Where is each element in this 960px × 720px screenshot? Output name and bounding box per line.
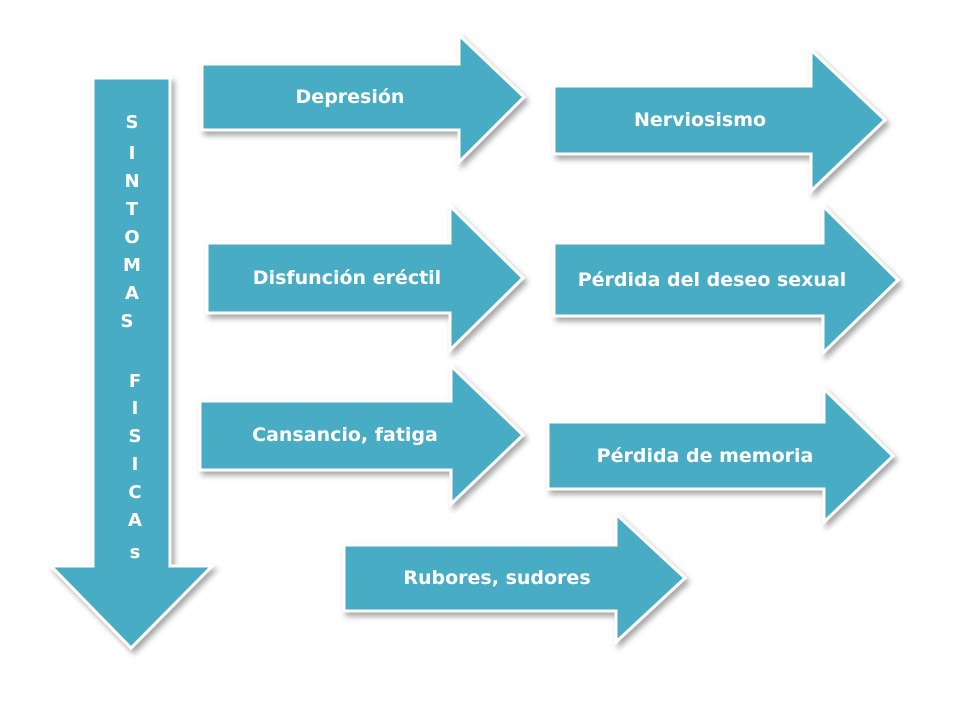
vertical-letter: A <box>125 283 139 304</box>
arrow-disfuncion-erectil: Disfunción eréctil <box>205 202 526 354</box>
arrow-label: Disfunción eréctil <box>253 267 441 289</box>
arrow-rubores-sudores: Rubores, sudores <box>342 510 688 646</box>
vertical-letter: M <box>123 255 141 276</box>
arrow-shape <box>552 46 888 195</box>
arrow-label: Depresión <box>296 86 405 108</box>
vertical-letter: S <box>129 426 142 447</box>
vertical-letter: N <box>124 171 139 192</box>
arrow-shape <box>198 362 526 508</box>
vertical-letter: F <box>129 371 141 392</box>
vertical-letter: C <box>128 482 141 503</box>
vertical-letter: O <box>124 227 139 248</box>
vertical-arrow-sintomas-fisicas: S I N T O M A S F I S I C A s <box>47 76 216 651</box>
arrow-shape <box>205 202 526 354</box>
arrow-cansancio-fatiga: Cansancio, fatiga <box>198 362 526 508</box>
arrow-perdida-deseo-sexual: Pérdida del deseo sexual <box>552 202 901 357</box>
vertical-letter: I <box>132 454 139 475</box>
arrow-shape <box>546 385 896 526</box>
vertical-letter: T <box>126 199 139 220</box>
arrow-label: Nerviosismo <box>634 109 766 131</box>
arrow-perdida-memoria: Pérdida de memoria <box>546 385 896 526</box>
arrow-label: Rubores, sudores <box>403 567 590 589</box>
arrow-label: Cansancio, fatiga <box>252 424 438 446</box>
vertical-letter: I <box>132 398 139 419</box>
arrow-nerviosismo: Nerviosismo <box>552 46 888 195</box>
arrow-label: Pérdida de memoria <box>597 445 814 467</box>
down-arrow-shape <box>47 76 216 651</box>
vertical-letter: I <box>129 143 136 164</box>
arrow-depresion: Depresión <box>200 31 527 166</box>
arrow-label: Pérdida del deseo sexual <box>578 269 847 291</box>
vertical-letter: A <box>128 510 142 531</box>
arrow-shape <box>552 202 901 357</box>
arrow-shape <box>200 31 527 166</box>
arrow-shape <box>342 510 688 646</box>
vertical-letter: S <box>126 112 139 133</box>
vertical-letter: s <box>130 542 141 563</box>
vertical-letter: S <box>121 311 134 332</box>
